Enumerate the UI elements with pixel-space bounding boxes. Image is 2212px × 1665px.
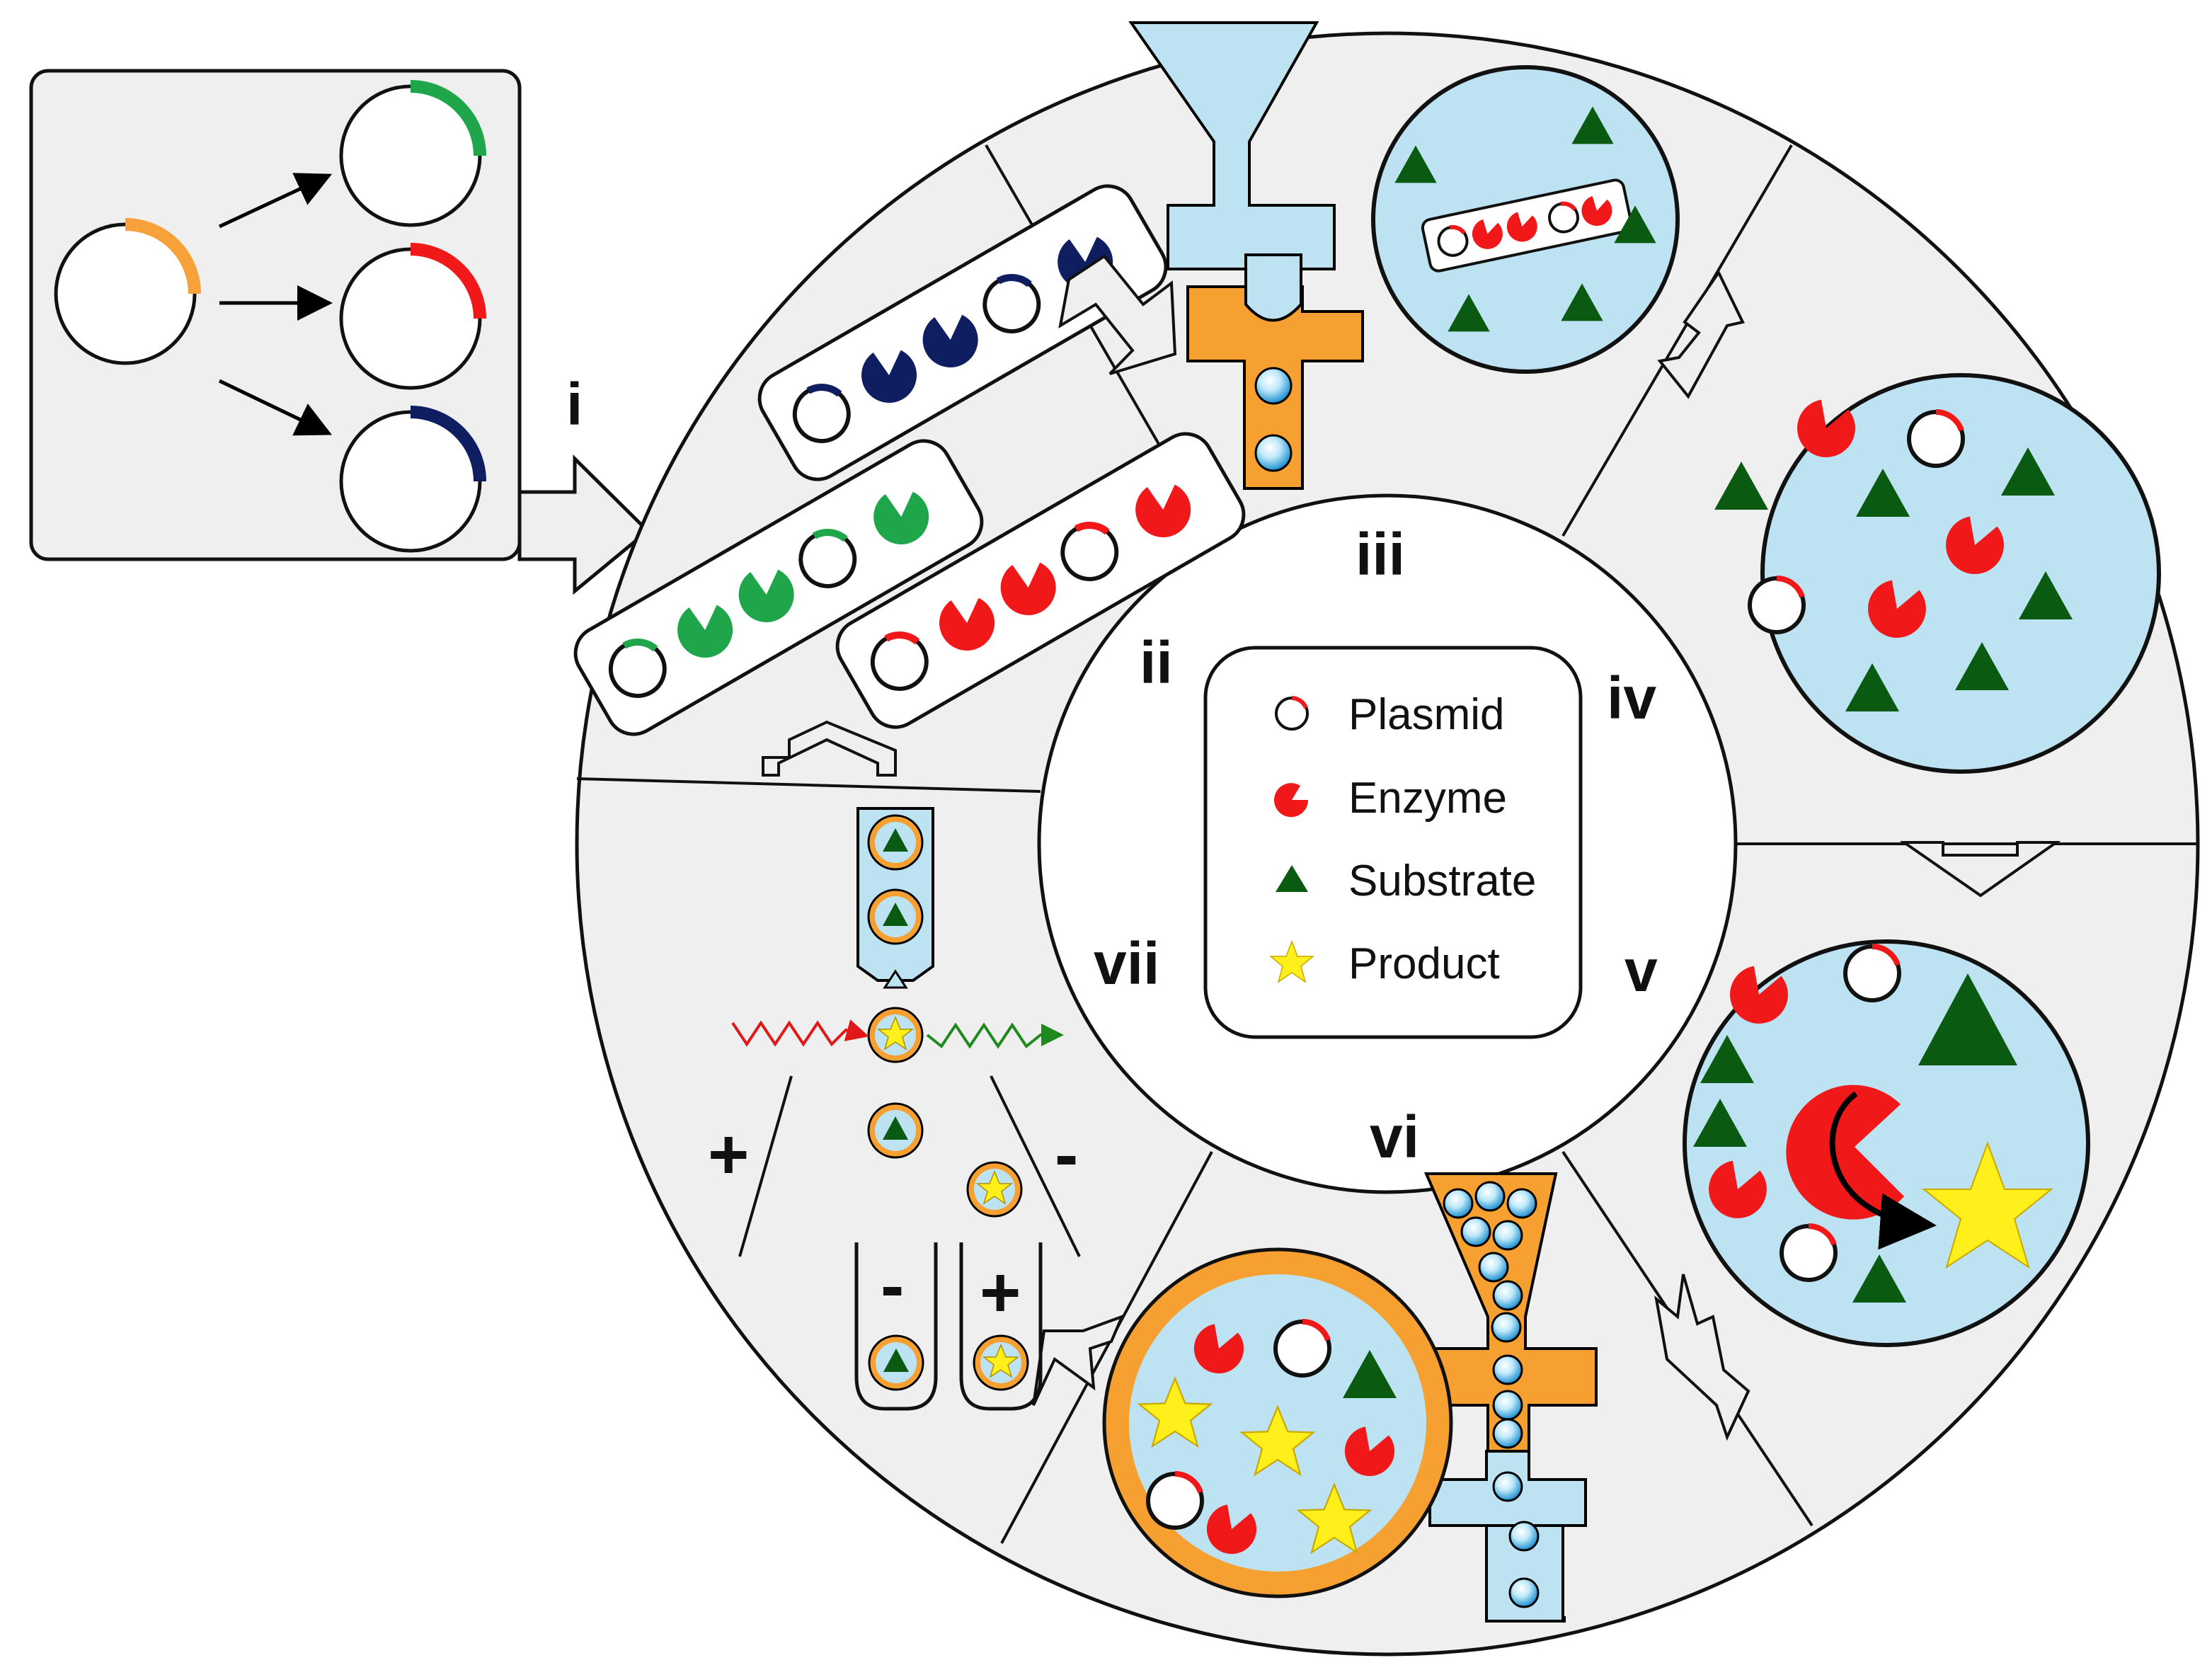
library-panel <box>29 69 522 561</box>
stage-label-i: i <box>566 371 583 437</box>
sign-tube-negative: - <box>881 1246 904 1325</box>
red-variant-plasmid-icon <box>339 243 486 390</box>
encapsulation-chip <box>1128 21 1364 490</box>
transfer-arrow-v-vi <box>1654 1274 1750 1441</box>
collection-tube-negative: - <box>854 1242 938 1411</box>
product-large-icon <box>1922 1141 2053 1269</box>
sign-sort-negative: - <box>1055 1115 1078 1194</box>
parent-plasmid-icon <box>54 218 201 365</box>
arrow-to-navy-variant <box>218 379 333 436</box>
navy-variant-capsule <box>757 184 1168 481</box>
legend-box <box>1203 646 1583 1039</box>
sorting-nozzle: + - - + <box>708 807 1081 1411</box>
legend: Plasmid Enzyme Substrate Product <box>1203 646 1583 1039</box>
deflection-plate-negative <box>990 1075 1081 1257</box>
reaction-arrow-icon <box>1829 1091 1937 1250</box>
sign-tube-positive: + <box>980 1253 1021 1332</box>
legend-label-enzyme: Enzyme <box>1348 774 1507 823</box>
stage-label-v: v <box>1624 937 1658 1004</box>
green-variant-plasmid-icon <box>339 80 486 227</box>
stage-label-ii: ii <box>1140 629 1173 696</box>
plasmid-circle-icon <box>1275 696 1309 731</box>
red-variant-capsule <box>835 432 1246 729</box>
stage-label-vii: vii <box>1094 930 1159 997</box>
arrow-to-green-variant <box>218 173 333 229</box>
single-cell-droplet <box>1371 65 1680 374</box>
substrate-large-icon <box>1918 973 2017 1065</box>
product-star-icon <box>1268 939 1315 983</box>
legend-label-substrate: Substrate <box>1348 857 1536 905</box>
emission-signal-icon <box>926 1022 1064 1049</box>
cell-library-capsules <box>573 184 1246 736</box>
transfer-arrow-ii-iii <box>1058 254 1177 375</box>
double-emulsion-droplet <box>1102 1247 1453 1598</box>
legend-label-plasmid: Plasmid <box>1348 690 1505 739</box>
enzyme-pacman-icon <box>1274 783 1309 818</box>
stage-label-vi: vi <box>1370 1104 1419 1170</box>
transfer-arrow-i <box>517 454 651 595</box>
sign-sort-positive: + <box>708 1115 749 1194</box>
green-variant-capsule <box>573 439 984 736</box>
legend-label-product: Product <box>1348 939 1500 988</box>
transfer-arrow-vi-vii <box>1032 1314 1125 1406</box>
navy-variant-plasmid-icon <box>339 406 486 553</box>
transfer-arrow-iii-iv <box>1657 270 1745 399</box>
lysed-droplet <box>1714 373 2161 774</box>
excitation-laser-icon <box>731 1019 869 1047</box>
stage-label-iv: iv <box>1607 665 1656 731</box>
deflection-plate-positive <box>738 1075 793 1257</box>
reaction-droplet <box>1683 939 2090 1347</box>
enzyme-active-icon <box>1786 1085 1904 1220</box>
collection-tube-positive: + <box>959 1242 1043 1411</box>
transfer-arrow-iv-v <box>1899 841 2061 898</box>
transfer-arrow-vii-ii <box>762 720 897 777</box>
stage-label-iii: iii <box>1356 521 1405 588</box>
substrate-triangle-icon <box>1276 865 1308 892</box>
